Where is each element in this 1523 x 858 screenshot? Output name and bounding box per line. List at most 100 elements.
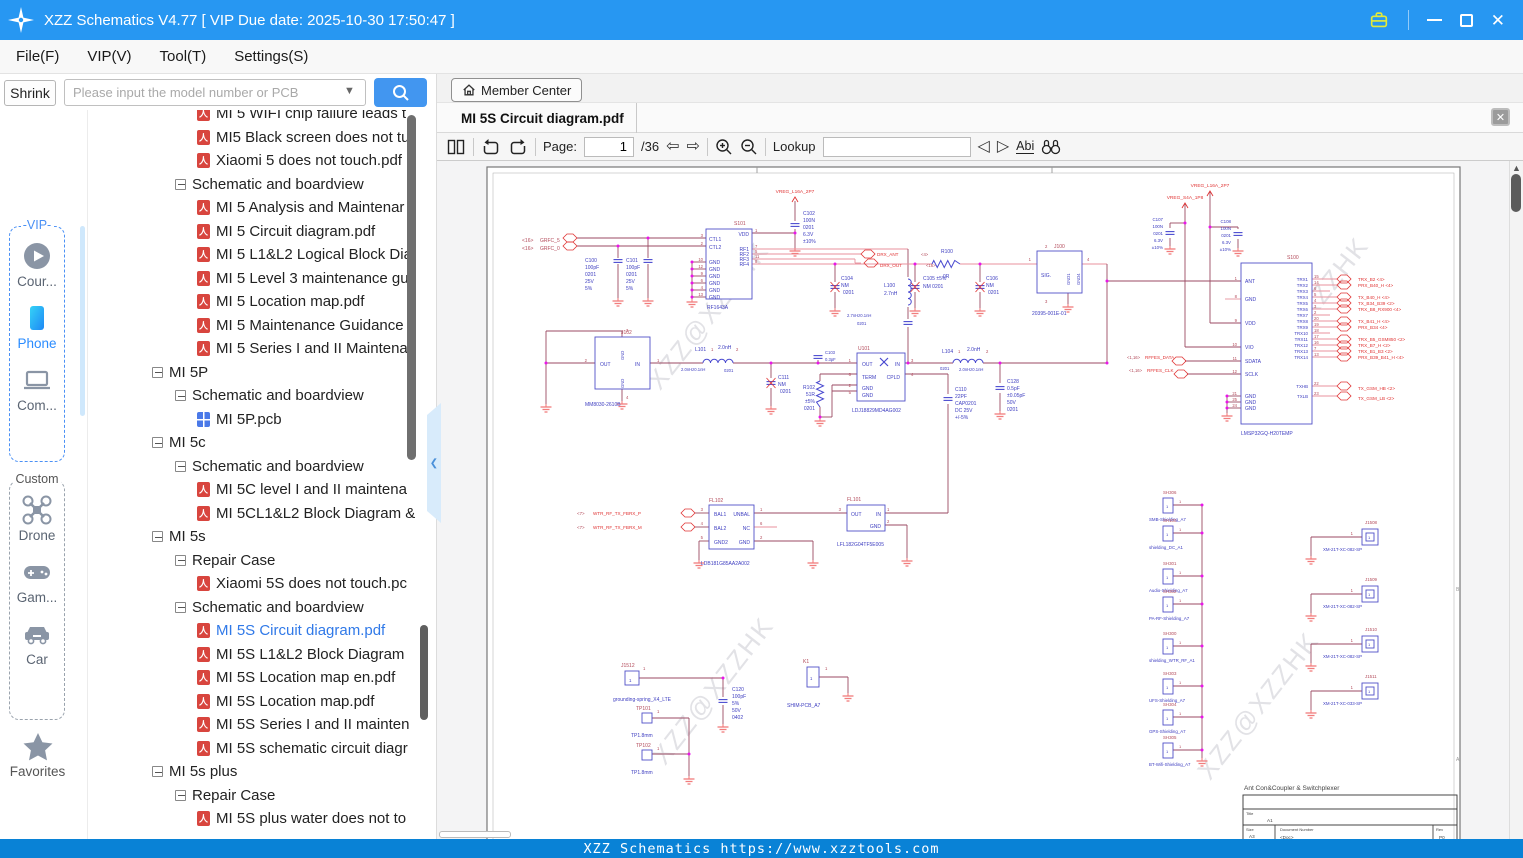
member-center-button[interactable]: Member Center xyxy=(451,78,583,102)
next-page-icon[interactable]: ⇨ xyxy=(686,137,700,155)
vertical-scrollbar-thumb[interactable] xyxy=(1511,174,1521,212)
tree-item[interactable]: MI 5c xyxy=(88,431,437,455)
menu-item-settings[interactable]: Settings(S) xyxy=(234,48,309,65)
panel-collapse-handle[interactable]: ❮ xyxy=(427,403,441,523)
previous-page-icon[interactable]: ⇦ xyxy=(666,137,680,155)
shrink-button[interactable]: Shrink xyxy=(4,80,56,106)
svg-text:TRX_B1_B3 <2>: TRX_B1_B3 <2> xyxy=(1358,349,1393,354)
zoom-in-icon[interactable] xyxy=(715,138,733,156)
document-tab[interactable]: MI 5S Circuit diagram.pdf xyxy=(449,103,637,133)
sidebar-item-computer[interactable]: Com... xyxy=(17,365,57,413)
tree-item[interactable]: Schematic and boardview xyxy=(88,384,437,408)
svg-text:TP1.8mm: TP1.8mm xyxy=(631,733,653,739)
search-button[interactable] xyxy=(374,78,427,107)
minimize-button[interactable] xyxy=(1426,19,1442,21)
tree-item-label: MI 5S schematic circuit diagr xyxy=(216,739,408,757)
collapse-icon[interactable] xyxy=(175,460,186,472)
collapse-icon[interactable] xyxy=(152,437,163,449)
two-page-view-icon[interactable] xyxy=(447,138,466,156)
horizontal-scrollbar-thumb[interactable] xyxy=(439,831,511,838)
sidebar-item-game[interactable]: Gam... xyxy=(17,557,57,605)
tree-item-label: MI 5 Level 3 maintenance gu xyxy=(216,269,409,287)
sidebar-item-course[interactable]: Cour... xyxy=(17,241,57,289)
collapse-icon[interactable] xyxy=(175,554,186,566)
zoom-out-icon[interactable] xyxy=(740,138,758,156)
menu-item-file[interactable]: File(F) xyxy=(16,48,60,65)
member-center-label: Member Center xyxy=(481,82,572,98)
svg-text:CPLD: CPLD xyxy=(887,375,901,381)
tree-item[interactable]: Schematic and boardview xyxy=(88,596,437,620)
svg-text:2: 2 xyxy=(986,349,989,354)
pdf-file-icon: 人 xyxy=(197,693,210,709)
tree-scrollbar-thumb-secondary[interactable] xyxy=(420,625,428,720)
match-case-toggle[interactable]: Abi xyxy=(1016,139,1035,154)
tree-item[interactable]: MI 5P.pcb xyxy=(88,408,437,432)
svg-text:RF2: RF2 xyxy=(740,252,750,258)
svg-text:J1512: J1512 xyxy=(621,663,635,669)
maximize-button[interactable] xyxy=(1459,13,1473,27)
menu-item-vip[interactable]: VIP(V) xyxy=(87,48,132,65)
tree-item[interactable]: MI 5s xyxy=(88,525,437,549)
tree-item[interactable]: Schematic and boardview xyxy=(88,173,437,197)
license-lock-icon[interactable] xyxy=(1368,9,1390,31)
tree-item[interactable]: Repair Case xyxy=(88,784,437,808)
sidebar-item-drone[interactable]: Drone xyxy=(19,495,55,543)
binoculars-icon[interactable] xyxy=(1041,138,1061,156)
collapse-icon[interactable] xyxy=(152,766,163,778)
lookup-input[interactable] xyxy=(822,136,971,157)
collapse-icon[interactable] xyxy=(152,531,163,543)
rotate-right-icon[interactable] xyxy=(508,138,528,156)
tree-item-label: Schematic and boardview xyxy=(192,598,364,616)
collapse-icon[interactable] xyxy=(175,390,186,402)
tree-scrollbar-thumb[interactable] xyxy=(407,115,416,460)
menu-item-tool[interactable]: Tool(T) xyxy=(159,48,207,65)
chevron-down-icon[interactable]: ▼ xyxy=(344,85,355,97)
collapse-icon[interactable] xyxy=(175,178,186,190)
scroll-up-icon[interactable]: ▲ xyxy=(1512,163,1521,173)
svg-text:TX_GSM_LB <2>: TX_GSM_LB <2> xyxy=(1358,396,1395,401)
sidebar-item-favorites[interactable]: Favorites xyxy=(0,732,75,779)
tree-item[interactable]: MI 5s plus xyxy=(88,760,437,784)
collapse-icon[interactable] xyxy=(175,601,186,613)
model-search-input[interactable] xyxy=(64,79,366,106)
svg-text:0201: 0201 xyxy=(988,290,999,296)
tree-item[interactable]: Schematic and boardview xyxy=(88,455,437,479)
sidebar-item-phone[interactable]: Phone xyxy=(17,303,57,351)
collapse-icon[interactable] xyxy=(152,366,163,378)
collapse-icon[interactable] xyxy=(175,789,186,801)
svg-text:U101: U101 xyxy=(858,346,870,352)
find-previous-icon[interactable]: ◁ xyxy=(977,137,990,155)
find-next-icon[interactable]: ▷ xyxy=(996,137,1010,155)
window-title: XZZ Schematics V4.77 [ VIP Due date: 202… xyxy=(44,11,455,29)
close-document-icon[interactable]: ✕ xyxy=(1491,108,1510,126)
tree-item[interactable]: MI 5P xyxy=(88,361,437,385)
pdf-file-icon: 人 xyxy=(197,200,210,216)
vertical-scrollbar[interactable] xyxy=(1509,161,1523,839)
page-number-input[interactable] xyxy=(583,136,634,157)
tree-item[interactable]: Repair Case xyxy=(88,549,437,573)
sidebar-item-car[interactable]: Car xyxy=(22,619,52,667)
close-button[interactable]: ✕ xyxy=(1490,10,1505,30)
sidebar-scrollbar-thumb[interactable] xyxy=(80,226,85,416)
rotate-left-icon[interactable] xyxy=(481,138,501,156)
